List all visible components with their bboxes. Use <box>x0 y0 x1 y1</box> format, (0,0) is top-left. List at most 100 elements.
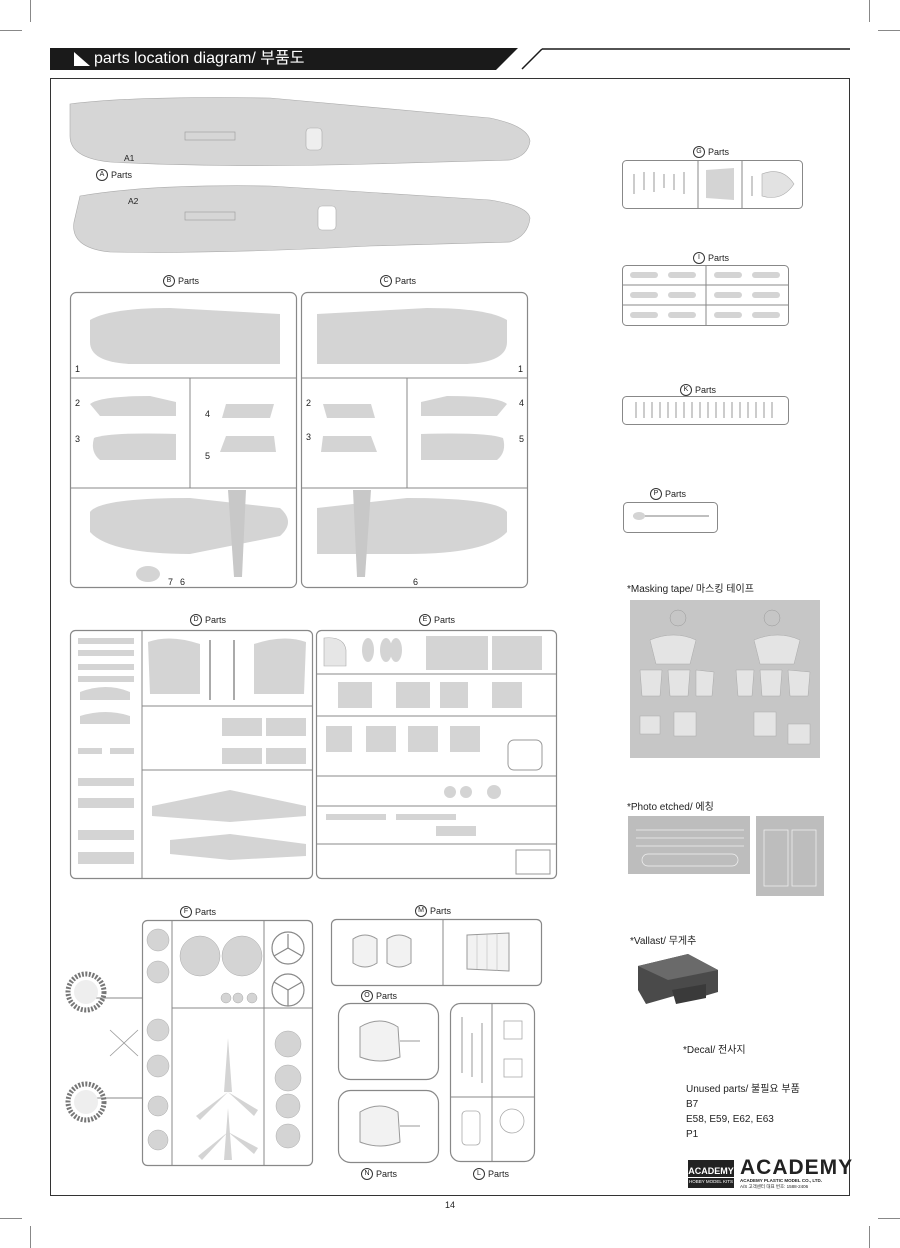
crop-mark <box>878 1218 900 1219</box>
c-num-2: 2 <box>306 398 312 408</box>
sprue-k-letter: K <box>680 384 692 396</box>
sprue-f-frame <box>65 919 314 1167</box>
sprue-a-letter: A <box>96 169 108 181</box>
sprue-l-text: Parts <box>488 1169 510 1179</box>
decal-title: *Decal/ 전사지 <box>683 1045 746 1056</box>
photo-etched-title: *Photo etched/ 에칭 <box>627 802 714 813</box>
c-num-1: 1 <box>518 364 524 374</box>
b-num-3: 3 <box>75 434 81 444</box>
sprue-b-frame <box>69 291 298 589</box>
sprue-a-text: Parts <box>111 170 133 180</box>
b-num-4: 4 <box>205 409 211 419</box>
badge-brand: ACADEMY <box>688 1166 734 1176</box>
crop-mark <box>0 30 22 31</box>
sprue-e-letter: E <box>419 614 431 626</box>
sprue-k-text: Parts <box>695 385 717 395</box>
sprue-b-text: Parts <box>178 276 200 286</box>
c-num-6: 6 <box>413 577 419 587</box>
academy-badge-logo: ACADEMY HOBBY MODEL KITS <box>688 1160 734 1188</box>
sprue-g-letter: G <box>693 146 705 158</box>
photo-etched-sheets <box>628 816 824 896</box>
sprue-p-text: Parts <box>665 489 687 499</box>
b-num-2: 2 <box>75 398 81 408</box>
vallast-title: *Vallast/ 무게추 <box>630 936 697 947</box>
company-name: ACADEMY PLASTIC MODEL CO., LTD. <box>740 1178 823 1183</box>
sprue-g-text: Parts <box>708 147 730 157</box>
sprue-i-text: Parts <box>708 253 730 263</box>
sprue-d-frame <box>69 629 314 880</box>
sprue-n-letter: N <box>361 1168 373 1180</box>
crop-mark <box>869 0 870 22</box>
sprue-l-letter: L <box>473 1168 485 1180</box>
brand-wordmark: ACADEMY <box>740 1156 854 1179</box>
c-num-4: 4 <box>519 398 525 408</box>
sprue-c-frame <box>300 291 529 589</box>
b-num-5: 5 <box>205 451 211 461</box>
header-title: parts location diagram/ 부품도 <box>94 50 305 67</box>
b-num-7: 7 <box>168 577 174 587</box>
sprue-p-letter: P <box>650 488 662 500</box>
sprue-d-letter: D <box>190 614 202 626</box>
unused-parts: Unused parts/ 불필요 부품 B7 E58, E59, E62, E… <box>686 1082 800 1142</box>
crop-mark <box>869 1226 870 1248</box>
crop-mark <box>0 1218 22 1219</box>
crop-mark <box>30 0 31 22</box>
sprue-d-text: Parts <box>205 615 227 625</box>
sprue-i-frame <box>622 265 789 326</box>
c-num-3: 3 <box>306 432 312 442</box>
sprue-c-text: Parts <box>395 276 417 286</box>
sprue-k-frame <box>622 396 789 425</box>
b-num-6: 6 <box>180 577 186 587</box>
sprue-p-frame <box>623 502 718 533</box>
label-a2: A2 <box>128 196 139 206</box>
label-a1: A1 <box>124 153 135 163</box>
header-rule <box>50 48 850 70</box>
sprue-f-letter: F <box>180 906 192 918</box>
header-triangle-icon <box>74 52 90 66</box>
sprue-b-letter: B <box>163 275 175 287</box>
sprue-m-letter: M <box>415 905 427 917</box>
sprue-m-frame <box>330 918 543 987</box>
c-num-5: 5 <box>519 434 525 444</box>
unused-parts-line-1: B7 <box>686 1099 699 1110</box>
crop-mark <box>30 1226 31 1248</box>
header-band <box>50 48 490 70</box>
badge-sub: HOBBY MODEL KITS <box>688 1177 734 1184</box>
sprue-l-frame <box>449 1002 536 1163</box>
sprue-f-text: Parts <box>195 907 217 917</box>
sprue-o-text: Parts <box>376 991 398 1001</box>
unused-parts-line-2: E58, E59, E62, E63 <box>686 1114 774 1125</box>
sprue-e-frame <box>315 629 558 880</box>
academy-wordmark-logo: ACADEMY ACADEMY PLASTIC MODEL CO., LTD. … <box>740 1156 854 1190</box>
sprue-e-text: Parts <box>434 615 456 625</box>
masking-title: *Masking tape/ 마스킹 테이프 <box>627 584 754 595</box>
sprue-o-letter: O <box>361 990 373 1002</box>
sprue-m-text: Parts <box>430 906 452 916</box>
sprue-i-letter: I <box>693 252 705 264</box>
unused-parts-title: Unused parts/ 불필요 부품 <box>686 1084 800 1095</box>
vallast-weight <box>638 954 718 1004</box>
page-number: 14 <box>444 1200 455 1210</box>
diagram-frame <box>50 78 850 1196</box>
sprue-g-frame <box>622 160 803 209</box>
crop-mark <box>878 30 900 31</box>
unused-parts-line-3: P1 <box>686 1129 699 1140</box>
sprue-n-frame <box>337 1089 440 1164</box>
sprue-a-fuselage <box>69 97 531 253</box>
sprue-o-frame <box>337 1002 440 1081</box>
sprue-c-letter: C <box>380 275 392 287</box>
